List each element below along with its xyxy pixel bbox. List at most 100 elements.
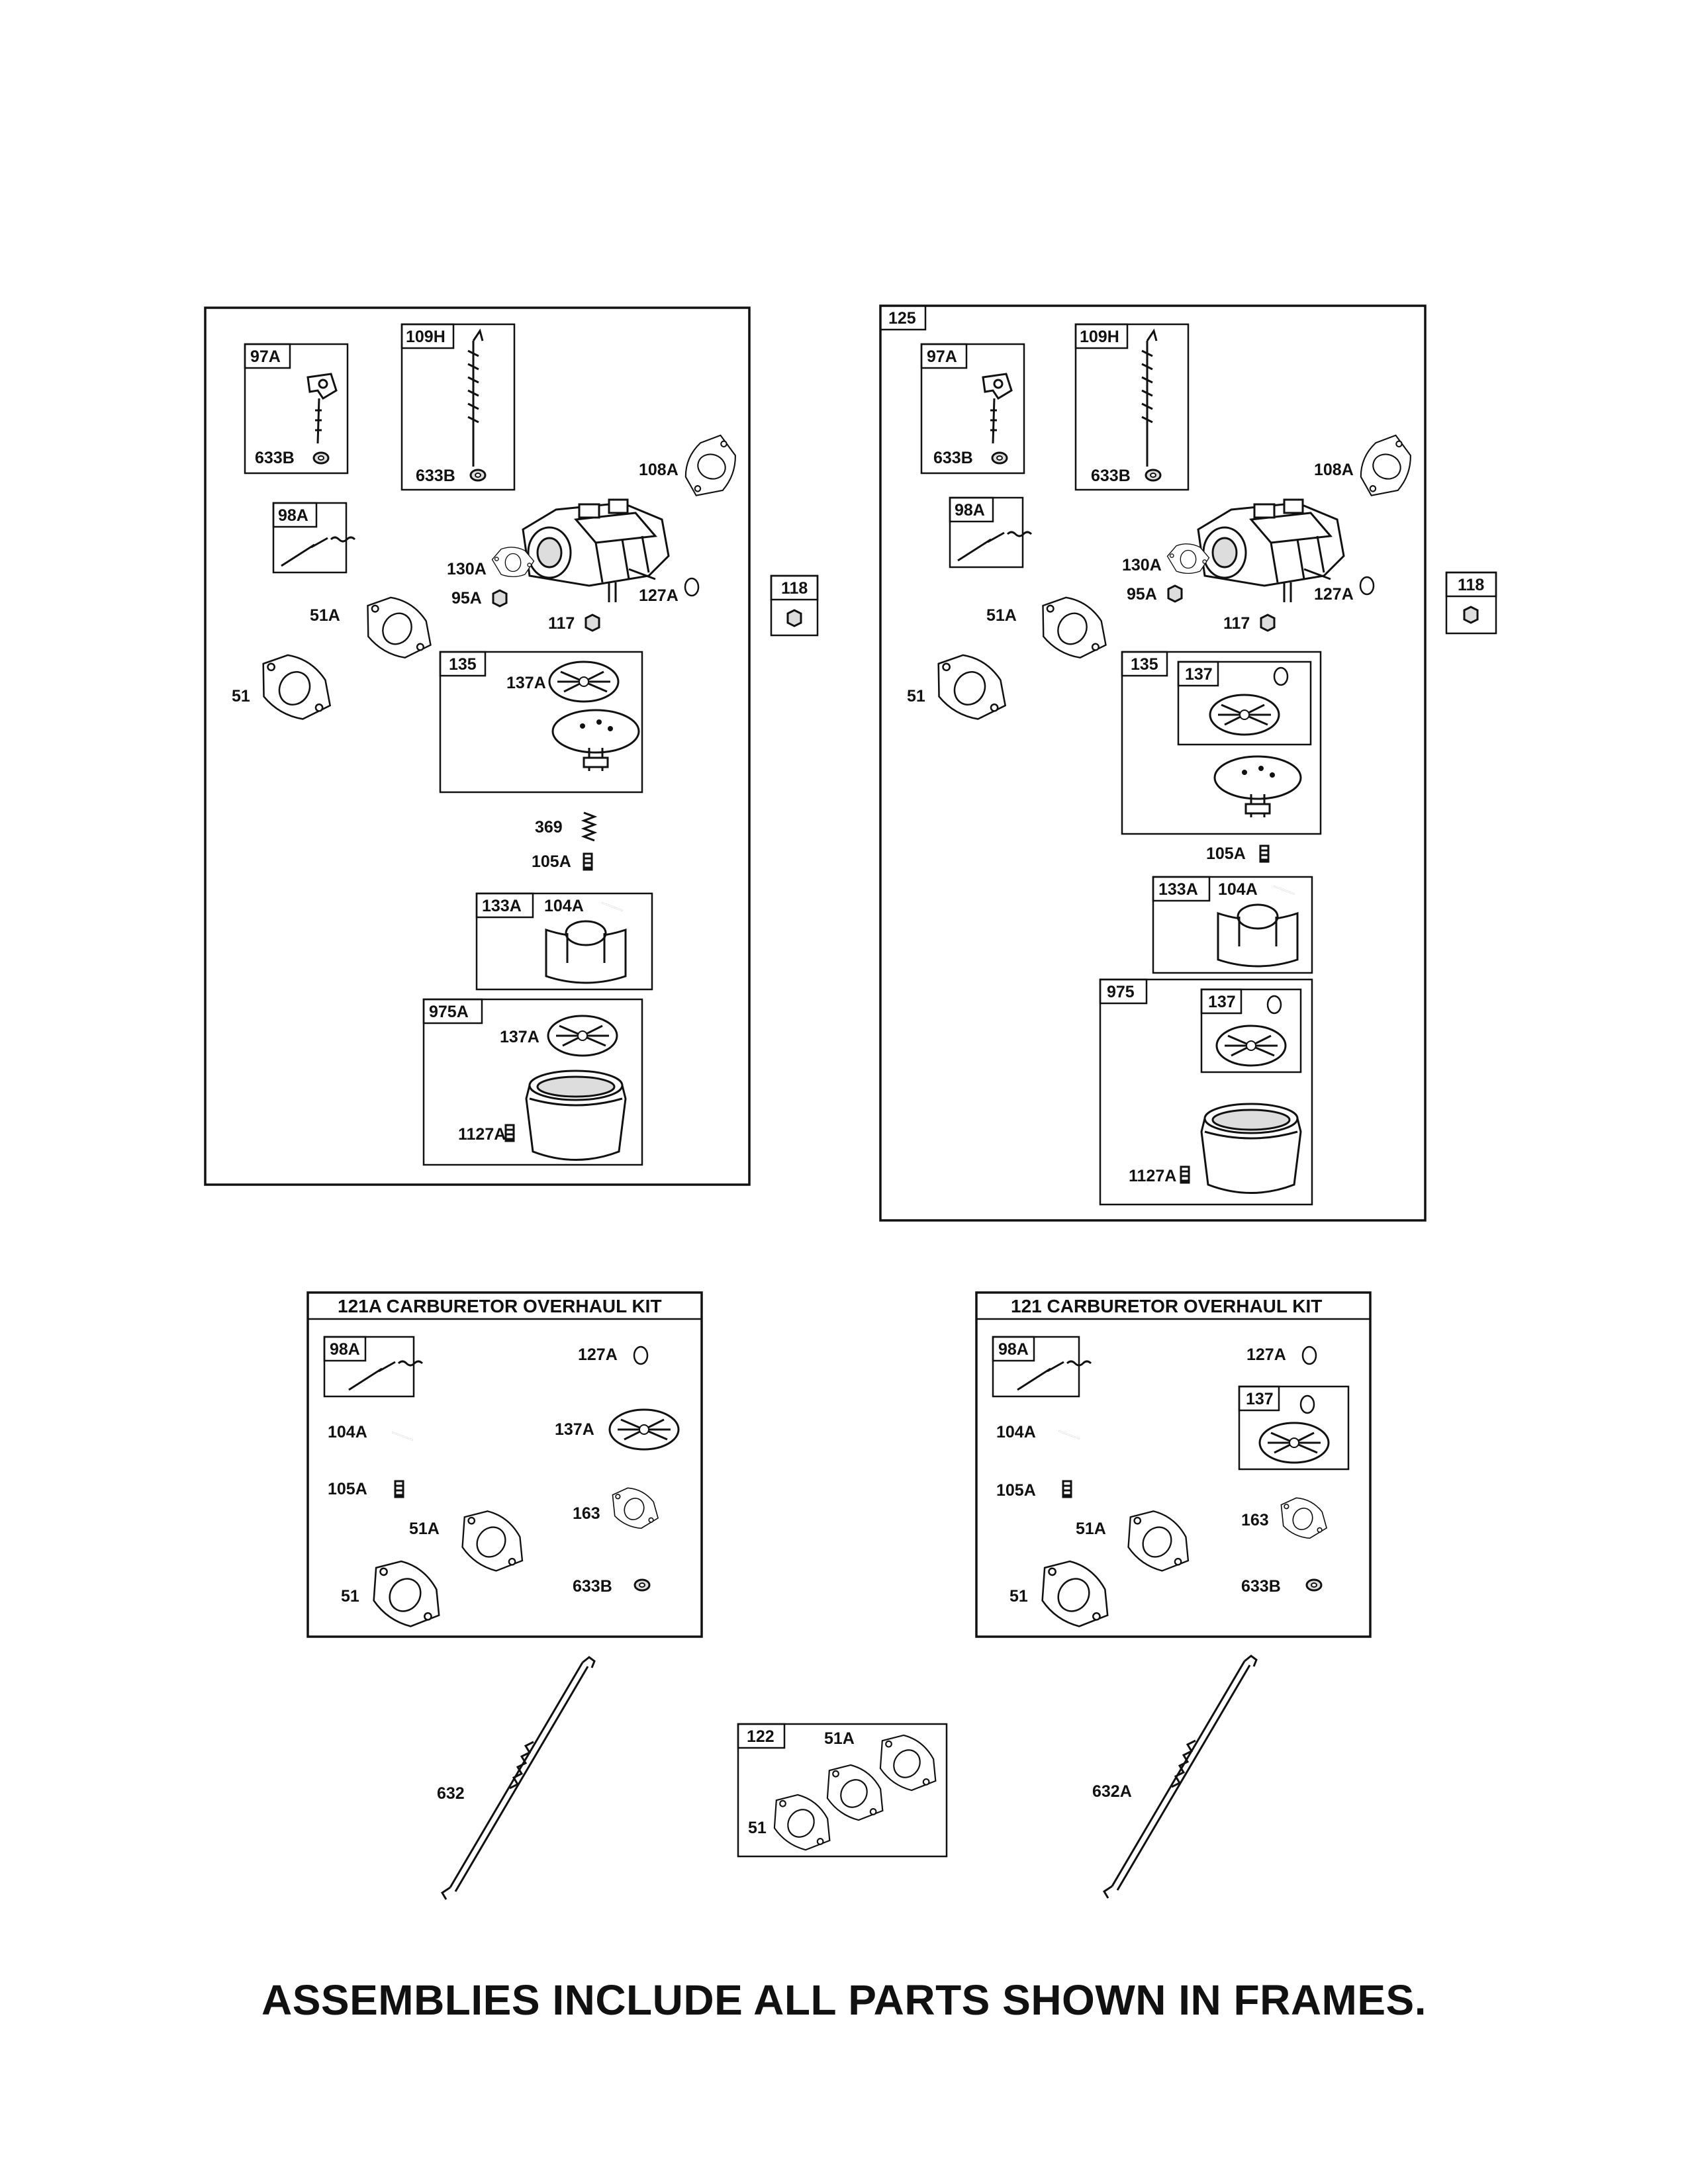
pin-part: [601, 902, 624, 911]
label-51: 51: [232, 687, 250, 705]
label-122: 122: [747, 1727, 774, 1746]
label-133A: 133A: [1158, 880, 1198, 899]
idle-screw-part: [280, 536, 356, 567]
kit-frame-121A: [306, 1291, 703, 1638]
kit-box-137: [1177, 660, 1312, 746]
kit-box-98A: [992, 1336, 1080, 1398]
washer-part: [1145, 469, 1162, 482]
fuel-bowl-part: [1200, 1103, 1302, 1194]
label-105A: 105A: [996, 1481, 1036, 1500]
gasket-108A-part: [677, 427, 745, 506]
label-105A: 105A: [1206, 844, 1246, 863]
label-104A: 104A: [328, 1423, 367, 1441]
footer-note: ASSEMBLIES INCLUDE ALL PARTS SHOWN IN FR…: [261, 1976, 1427, 2024]
kit-box-975A: [422, 998, 643, 1166]
needle-part: [467, 330, 484, 468]
label-633B-b: 633B: [416, 467, 455, 485]
needle-105A-part: [1259, 844, 1270, 863]
label-137A: 137A: [506, 674, 546, 692]
label-163: 163: [573, 1504, 600, 1523]
label-125: 125: [888, 309, 916, 328]
gasket-set-box-122: [737, 1723, 948, 1858]
label-104A: 104A: [544, 897, 584, 915]
washer-part: [1305, 1578, 1323, 1592]
label-130A: 130A: [447, 560, 487, 578]
label-369: 369: [535, 818, 563, 837]
needle-105A-part: [394, 1480, 404, 1498]
kit-box-137: [1238, 1385, 1350, 1471]
label-632: 632: [437, 1784, 465, 1803]
idle-screw-part: [1016, 1360, 1092, 1391]
label-1127A: 1127A: [458, 1125, 506, 1144]
jet-118-part: [1463, 606, 1479, 624]
float-part: [1217, 903, 1299, 968]
label-127A: 127A: [578, 1345, 618, 1364]
washer-part: [312, 451, 330, 465]
label-135: 135: [449, 655, 477, 674]
label-133A: 133A: [482, 897, 522, 915]
screw-95A-part: [1167, 584, 1183, 603]
bowl-screw-part: [1180, 1165, 1190, 1184]
jet-117-part: [585, 614, 600, 632]
label-118: 118: [781, 579, 808, 598]
pin-part: [1058, 1430, 1080, 1439]
label-51: 51: [341, 1587, 359, 1606]
diaphragm-part: [1215, 1024, 1287, 1067]
fuel-bowl-part: [525, 1069, 627, 1161]
label-137A-b: 137A: [500, 1028, 539, 1046]
washer-part: [469, 469, 487, 482]
label-109H: 109H: [406, 328, 445, 346]
overhaul-kit-121A: 121A CARBURETOR OVERHAUL KIT 98A 127A 10…: [306, 1291, 703, 1641]
label-633B: 633B: [573, 1577, 612, 1596]
label-51A: 51A: [986, 606, 1017, 625]
label-51A: 51A: [310, 606, 340, 625]
label-122-51: 51: [748, 1819, 767, 1837]
label-95A: 95A: [1127, 585, 1157, 604]
label-1127A: 1127A: [1129, 1167, 1176, 1185]
label-127A: 127A: [639, 586, 679, 605]
label-633B: 633B: [1241, 1577, 1281, 1596]
label-137: 137: [1185, 665, 1213, 684]
label-975A: 975A: [429, 1003, 469, 1021]
label-975: 975: [1107, 983, 1135, 1001]
oring-part: [1301, 1345, 1317, 1365]
label-122-51A: 51A: [824, 1729, 855, 1748]
kit-box-135: [1121, 651, 1322, 835]
label-97A: 97A: [250, 347, 281, 366]
label-98A: 98A: [330, 1340, 360, 1359]
kit-box-975: [1099, 978, 1313, 1206]
label-98A: 98A: [998, 1340, 1029, 1359]
float-part: [545, 920, 627, 984]
label-127A: 127A: [1314, 585, 1354, 604]
oring-part: [1359, 576, 1375, 596]
kit-title-121A: 121A CARBURETOR OVERHAUL KIT: [338, 1296, 662, 1316]
diaphragm-part: [548, 660, 620, 703]
needle-105A-part: [1062, 1480, 1072, 1498]
gasket-163-part: [1272, 1490, 1335, 1546]
oring-part: [1266, 995, 1282, 1015]
label-633B: 633B: [933, 449, 973, 467]
bowl-screw-part: [504, 1124, 515, 1142]
gasket-51A-part: [1027, 586, 1119, 670]
pin-part: [391, 1432, 414, 1441]
throttle-lever-part: [982, 373, 1013, 445]
jet-118-part: [786, 609, 802, 627]
label-95A: 95A: [451, 589, 482, 608]
label-105A: 105A: [328, 1480, 367, 1498]
washer-part: [991, 451, 1008, 465]
diaphragm-part: [1258, 1422, 1330, 1464]
gasket-51A-part: [352, 586, 444, 670]
label-633B-b: 633B: [1091, 467, 1131, 485]
label-137-b: 137: [1208, 993, 1236, 1011]
gasket-51A-part: [1112, 1498, 1203, 1584]
label-51: 51: [1009, 1587, 1028, 1606]
diaphragm-part: [608, 1408, 680, 1451]
idle-screw-part: [957, 531, 1033, 562]
needle-105A-part: [583, 852, 593, 871]
gasket-51-part: [921, 643, 1019, 732]
label-135: 135: [1131, 655, 1158, 674]
label-51A: 51A: [409, 1520, 440, 1538]
left-assembly: 97A 633B 109H 633B 98A 108A 130A 95A 127…: [204, 306, 819, 1186]
kit-title-121: 121 CARBURETOR OVERHAUL KIT: [1011, 1296, 1322, 1316]
label-51A: 51A: [1076, 1520, 1106, 1538]
